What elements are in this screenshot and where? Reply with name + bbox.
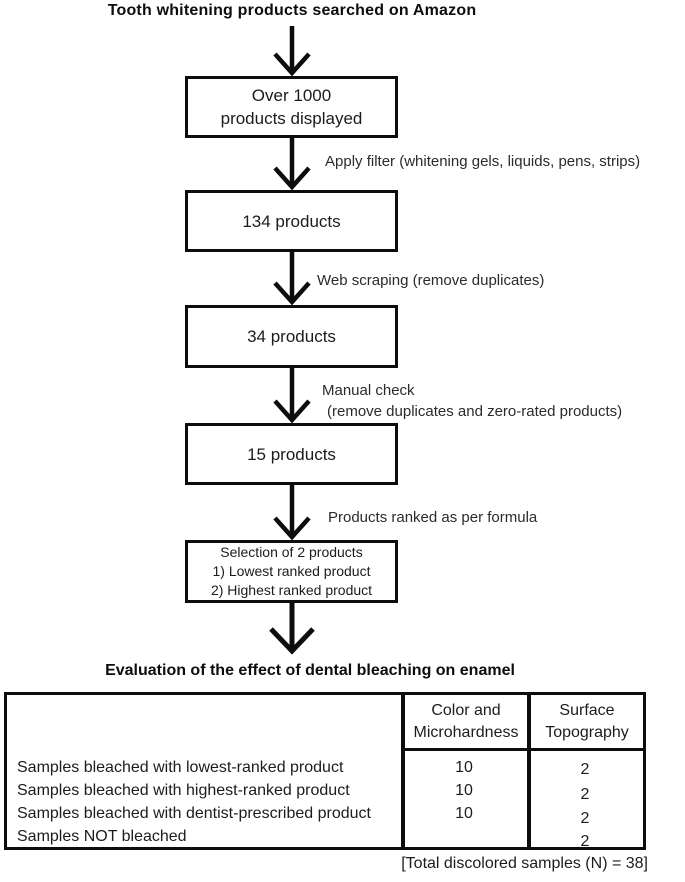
column-header-line: Color and	[431, 701, 501, 719]
table-row-label: Samples bleached with lowest-ranked prod…	[17, 759, 344, 776]
down-arrow-large	[269, 603, 315, 655]
table-column-divider	[527, 695, 531, 847]
flow-box-line: Over 1000	[251, 86, 332, 105]
flow-box-line: 2) Highest ranked product	[210, 582, 373, 598]
flow-box-line: 15 products	[247, 444, 336, 464]
flow-box-line: products displayed	[220, 109, 363, 128]
table-header-divider	[401, 748, 643, 751]
arrow-label-line: (remove duplicates and zero-rated produc…	[327, 403, 623, 420]
arrow-label-manual-check: Manual check (remove duplicates and zero…	[322, 380, 622, 422]
flow-box-over-1000-products: Over 1000 products displayed	[185, 76, 398, 138]
down-arrow	[273, 252, 311, 306]
table-cell-value	[401, 825, 527, 848]
page-title: Tooth whitening products searched on Ama…	[107, 2, 477, 19]
table-row-label: Samples NOT bleached	[17, 828, 187, 845]
column-header-line: Topography	[545, 723, 629, 741]
table-cell-value: 2	[580, 786, 590, 803]
flow-box-34-products: 34 products	[185, 305, 398, 368]
flow-box-selection: Selection of 2 products 1) Lowest ranked…	[185, 540, 398, 603]
flow-box-line: Selection of 2 products	[220, 544, 363, 560]
arrow-label-line: Manual check	[322, 382, 415, 399]
evaluation-heading: Evaluation of the effect of dental bleac…	[105, 662, 515, 679]
total-samples-note: [Total discolored samples (N) = 38]	[401, 855, 648, 872]
down-arrow	[273, 26, 311, 77]
arrow-label-web-scraping: Web scraping (remove duplicates)	[317, 272, 545, 289]
flow-box-134-products: 134 products	[185, 190, 398, 252]
table-cell-value: 2	[580, 833, 590, 850]
flow-box-line: 1) Lowest ranked product	[212, 563, 371, 579]
table-column-divider	[401, 695, 405, 847]
flow-box-15-products: 15 products	[185, 423, 398, 485]
table-cell-value: 10	[455, 782, 473, 799]
down-arrow	[273, 485, 311, 541]
flow-box-line: 134 products	[242, 211, 341, 231]
evaluation-table: Color and Microhardness Surface Topograp…	[4, 692, 646, 850]
arrow-label-ranked-formula: Products ranked as per formula	[328, 509, 538, 526]
down-arrow	[273, 367, 311, 424]
column-header-surface-topography: Surface Topography	[531, 695, 643, 748]
down-arrow	[273, 138, 311, 191]
table-cell-value: 10	[455, 759, 473, 776]
arrow-label-apply-filter: Apply filter (whitening gels, liquids, p…	[325, 153, 641, 170]
table-cell-value: 2	[580, 761, 590, 778]
flow-box-line: 34 products	[247, 327, 336, 346]
table-row-label: Samples bleached with dentist-prescribed…	[17, 805, 371, 822]
table-cell-value: 2	[580, 810, 590, 827]
column-header-color-microhardness: Color and Microhardness	[405, 695, 527, 748]
table-cell-value: 10	[455, 805, 473, 822]
column-header-line: Surface	[559, 701, 615, 719]
column-header-line: Microhardness	[413, 723, 519, 741]
table-row-label: Samples bleached with highest-ranked pro…	[17, 782, 350, 799]
